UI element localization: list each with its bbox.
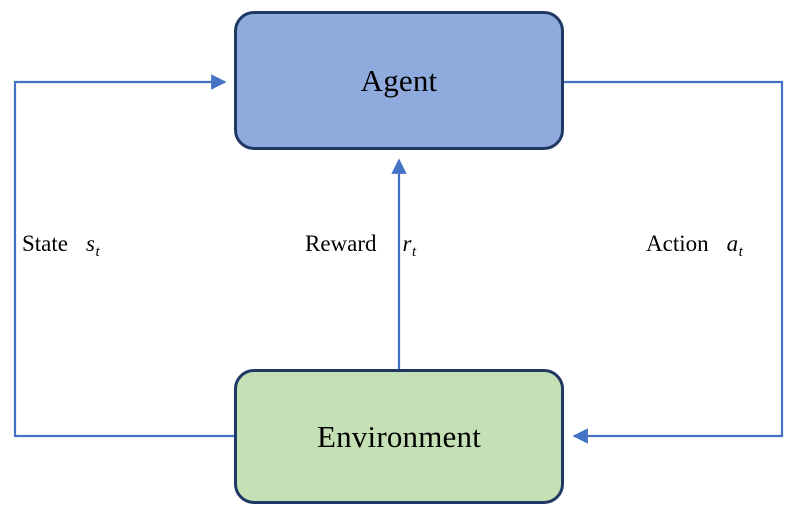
state-subscript: t — [95, 243, 100, 260]
reward-subscript: t — [411, 243, 417, 260]
environment-node[interactable]: Environment — [234, 369, 564, 504]
state-connector — [13, 74, 234, 438]
action-connector — [564, 80, 784, 444]
reward-edge-text: Reward — [305, 231, 377, 256]
action-symbol: a — [726, 231, 739, 256]
environment-node-label: Environment — [316, 419, 482, 454]
reward-symbol: r — [402, 231, 412, 256]
action-subscript: t — [738, 243, 743, 260]
state-edge-text: State — [22, 231, 68, 256]
agent-node-label: Agent — [360, 63, 438, 98]
agent-node[interactable]: Agent — [234, 11, 564, 150]
action-edge-text: Action — [646, 231, 709, 256]
state-symbol: s — [86, 231, 95, 256]
